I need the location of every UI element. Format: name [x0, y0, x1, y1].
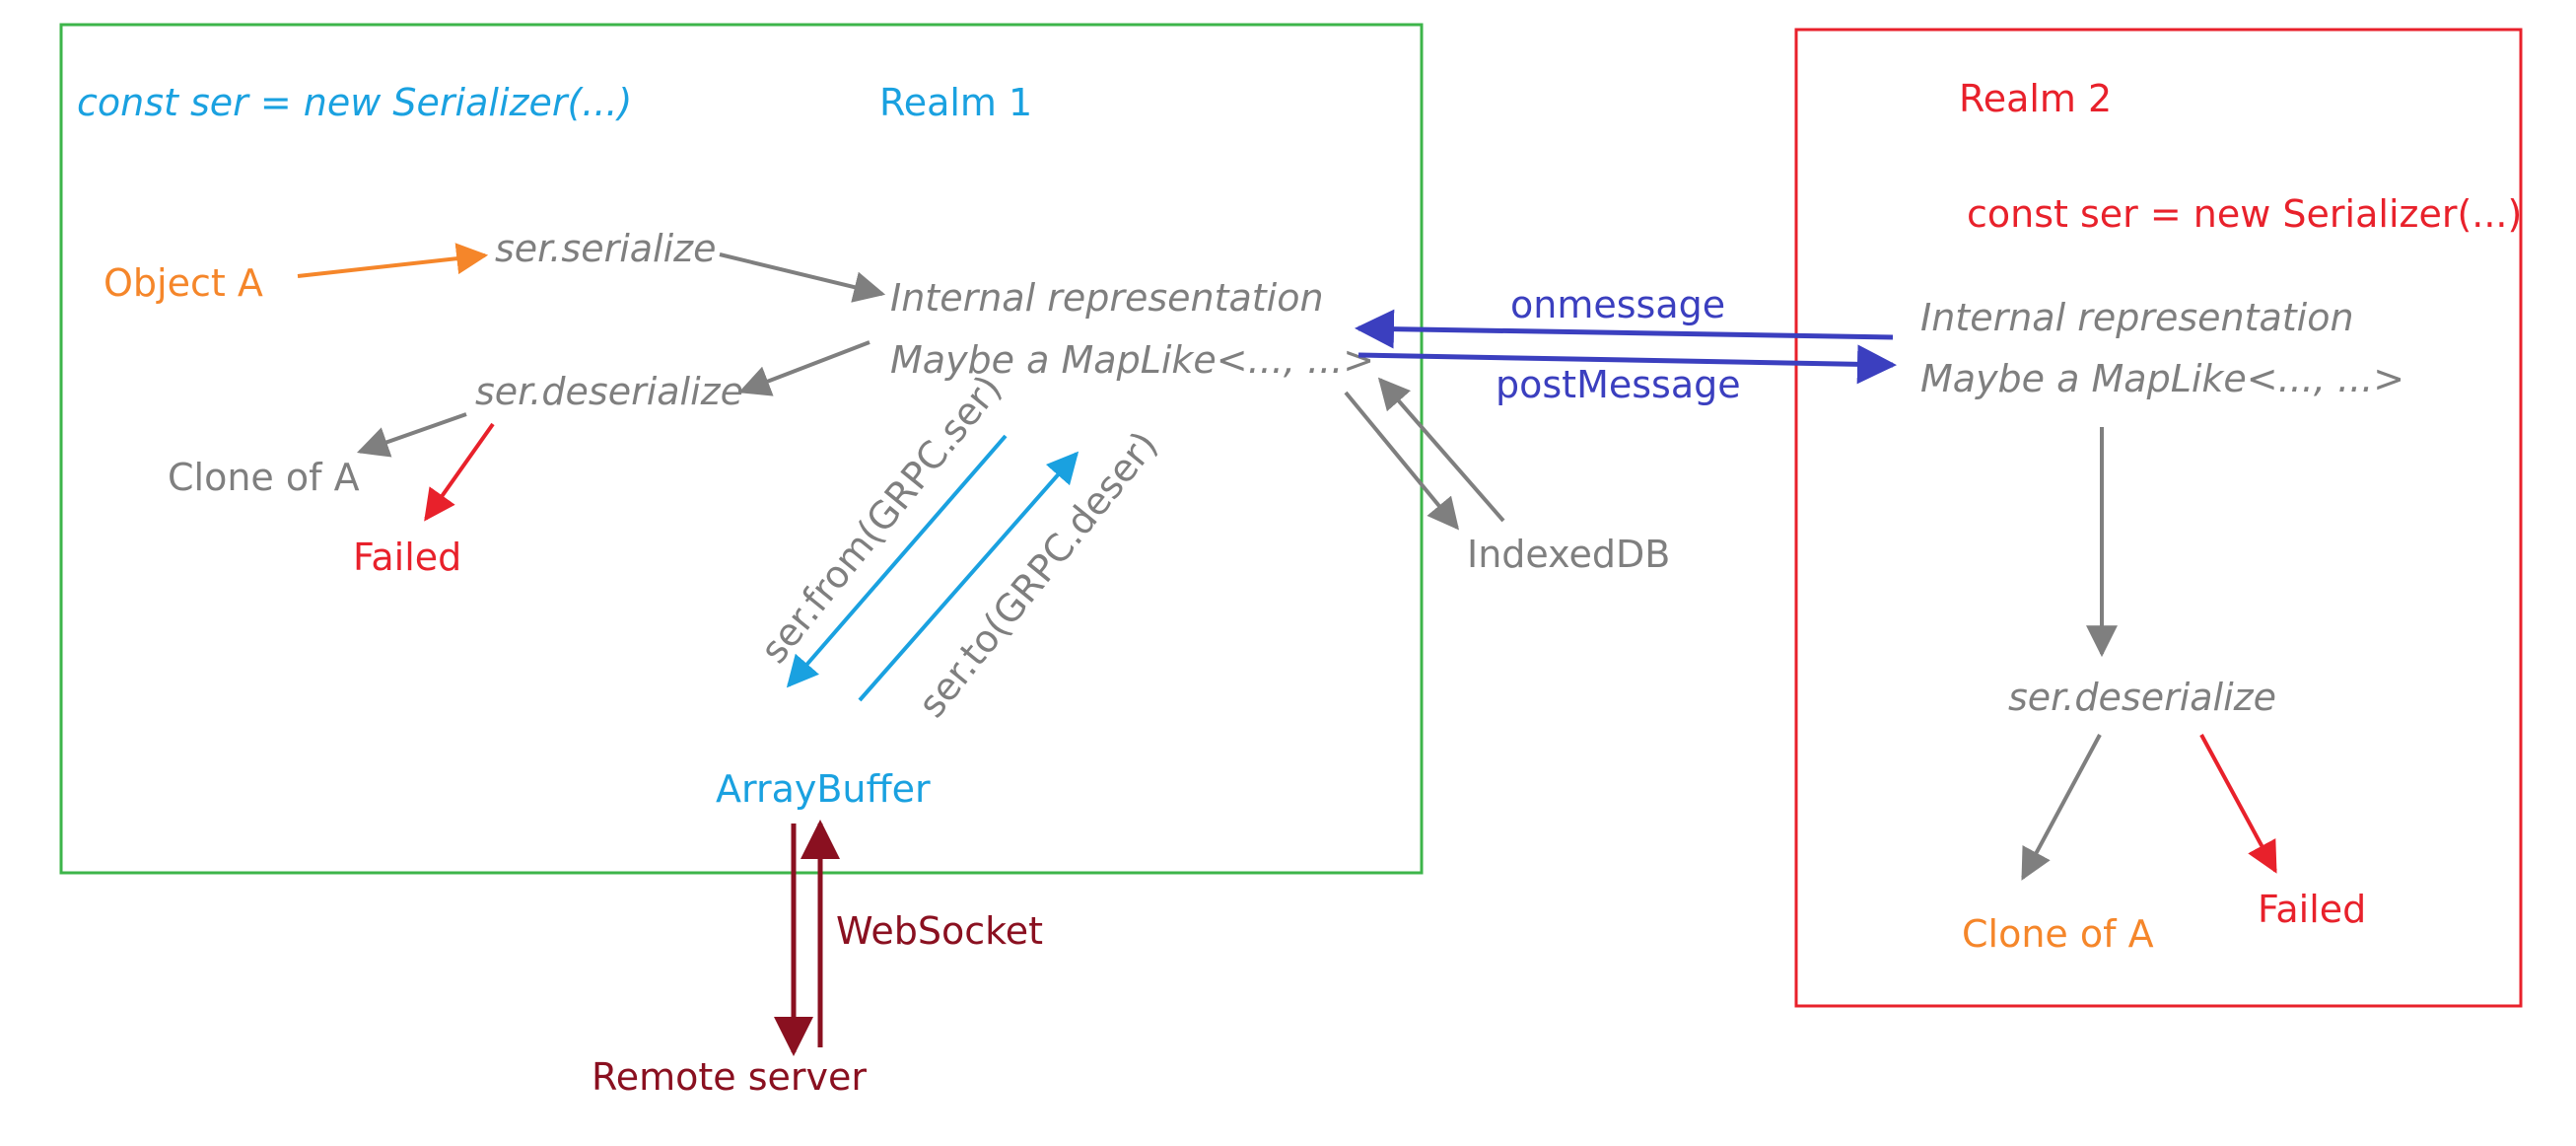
realm1-clone-label: Clone of A — [168, 456, 360, 499]
remote-server-label: Remote server — [592, 1055, 867, 1099]
arrow-ser-to — [858, 451, 1079, 702]
arrow-serialize-to-internal — [719, 252, 886, 303]
arrow-deserialize-to-clone — [356, 412, 467, 458]
arrow-deserialize-to-failed — [424, 422, 495, 522]
object-a-label: Object A — [104, 261, 263, 305]
arrow-object-to-serialize — [297, 243, 489, 278]
realm2-title: Realm 2 — [1959, 77, 2112, 120]
realm1-internal-line1: Internal representation — [890, 276, 1324, 320]
arrow-postmessage — [1358, 344, 1897, 385]
websocket-label: WebSocket — [836, 909, 1043, 953]
arrow-internal-to-deserialize — [738, 340, 870, 396]
postmessage-label: postMessage — [1496, 363, 1741, 406]
arrow-internal-to-indexeddb — [1344, 391, 1460, 531]
realm2-internal-line2: Maybe a MapLike<..., ...> — [1920, 357, 2404, 400]
arrow-indexeddb-to-internal — [1377, 377, 1505, 523]
arrow-ser-from — [786, 434, 1008, 688]
serialize-label: ser.serialize — [495, 227, 716, 270]
realm1-internal-line2: Maybe a MapLike<..., ...> — [890, 338, 1374, 382]
realm1-title: Realm 1 — [879, 81, 1032, 124]
onmessage-label: onmessage — [1510, 283, 1725, 326]
arrow-realm2-deserialize-to-failed — [2199, 734, 2277, 874]
arrow-realm2-deserialize-to-clone — [2021, 734, 2102, 881]
realm1-failed-label: Failed — [353, 536, 461, 579]
realm1-deserialize-label: ser.deserialize — [475, 370, 743, 413]
arraybuffer-label: ArrayBuffer — [716, 767, 931, 811]
realm1-box — [59, 23, 1424, 875]
realm2-internal-line1: Internal representation — [1920, 296, 2354, 339]
realm2-deserialize-label: ser.deserialize — [2008, 676, 2276, 719]
indexeddb-label: IndexedDB — [1467, 533, 1670, 576]
realm2-clone-label: Clone of A — [1962, 912, 2154, 956]
realm2-failed-label: Failed — [2258, 888, 2366, 931]
realm1-code: const ser = new Serializer(...) — [77, 81, 632, 124]
realm2-box — [1794, 28, 2523, 1008]
realm2-code: const ser = new Serializer(...) — [1967, 192, 2522, 236]
arrow-onmessage — [1355, 309, 1894, 349]
